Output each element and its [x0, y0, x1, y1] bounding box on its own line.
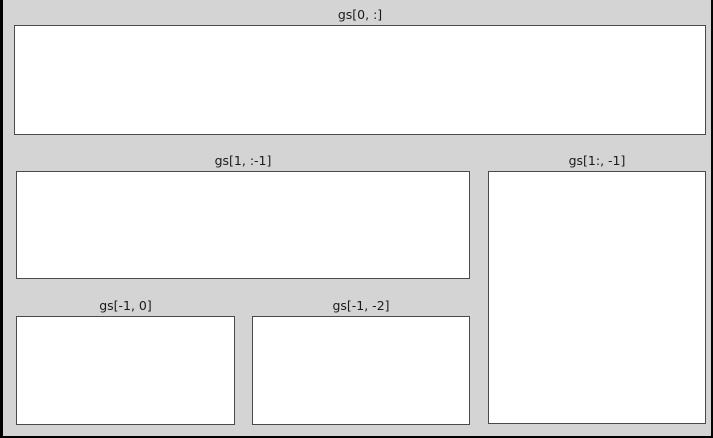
subplot-title: gs[0, :] [337, 7, 383, 22]
subplot-axes [16, 316, 235, 425]
subplot-gs-row1-notlast: gs[1, :-1] [16, 151, 470, 279]
subplot-title: gs[-1, 0] [99, 298, 152, 313]
subplot-gs-lastrow-col-2: gs[-1, -2] [252, 296, 470, 425]
subplot-axes [488, 171, 706, 424]
subplot-axes [252, 316, 470, 425]
subplot-gs-rows1on-last: gs[1:, -1] [488, 151, 706, 424]
subplot-gs-lastrow-col0: gs[-1, 0] [16, 296, 235, 425]
subplot-title: gs[1, :-1] [214, 153, 272, 168]
subplot-axes [14, 25, 706, 135]
subplot-title: gs[-1, -2] [332, 298, 390, 313]
subplot-axes [16, 171, 470, 279]
subplot-gs-row0-allcols: gs[0, :] [14, 5, 706, 135]
subplot-title: gs[1:, -1] [568, 153, 626, 168]
